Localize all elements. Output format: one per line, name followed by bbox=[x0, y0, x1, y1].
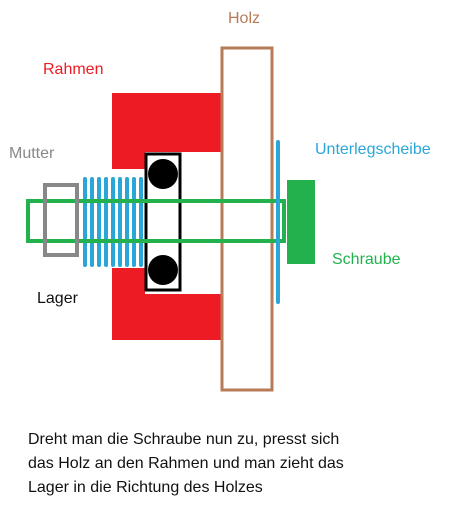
mutter-nut bbox=[43, 183, 79, 257]
schraube-head bbox=[287, 180, 315, 264]
caption-text: Dreht man die Schraube nun zu, presst si… bbox=[28, 428, 448, 500]
lager-ball-bottom bbox=[148, 255, 178, 285]
unterlegscheibe-washer bbox=[276, 140, 280, 304]
thread-coil bbox=[139, 177, 143, 267]
thread-coil bbox=[125, 177, 129, 267]
thread-coil bbox=[97, 177, 101, 267]
thread-coils bbox=[83, 177, 143, 267]
thread-coil bbox=[132, 177, 136, 267]
schraube-shaft bbox=[26, 199, 286, 243]
caption-line-3: Lager in die Richtung des Holzes bbox=[28, 479, 263, 496]
label-holz: Holz bbox=[228, 10, 260, 27]
thread-coil bbox=[83, 177, 87, 267]
label-lager: Lager bbox=[37, 290, 79, 307]
holz-board bbox=[220, 46, 274, 392]
schraube-bolt bbox=[26, 180, 315, 264]
label-unterlegscheibe: Unterlegscheibe bbox=[315, 141, 431, 158]
thread-coil bbox=[111, 177, 115, 267]
caption-line-1: Dreht man die Schraube nun zu, presst si… bbox=[28, 431, 340, 448]
caption-line-2: das Holz an den Rahmen und man zieht das bbox=[28, 455, 344, 472]
lager-bearing bbox=[144, 152, 182, 292]
thread-coil bbox=[104, 177, 108, 267]
label-mutter: Mutter bbox=[9, 145, 55, 162]
label-schraube: Schraube bbox=[332, 251, 401, 268]
lager-ball-top bbox=[148, 159, 178, 189]
thread-coil bbox=[118, 177, 122, 267]
thread-coil bbox=[90, 177, 94, 267]
label-rahmen: Rahmen bbox=[43, 61, 103, 78]
